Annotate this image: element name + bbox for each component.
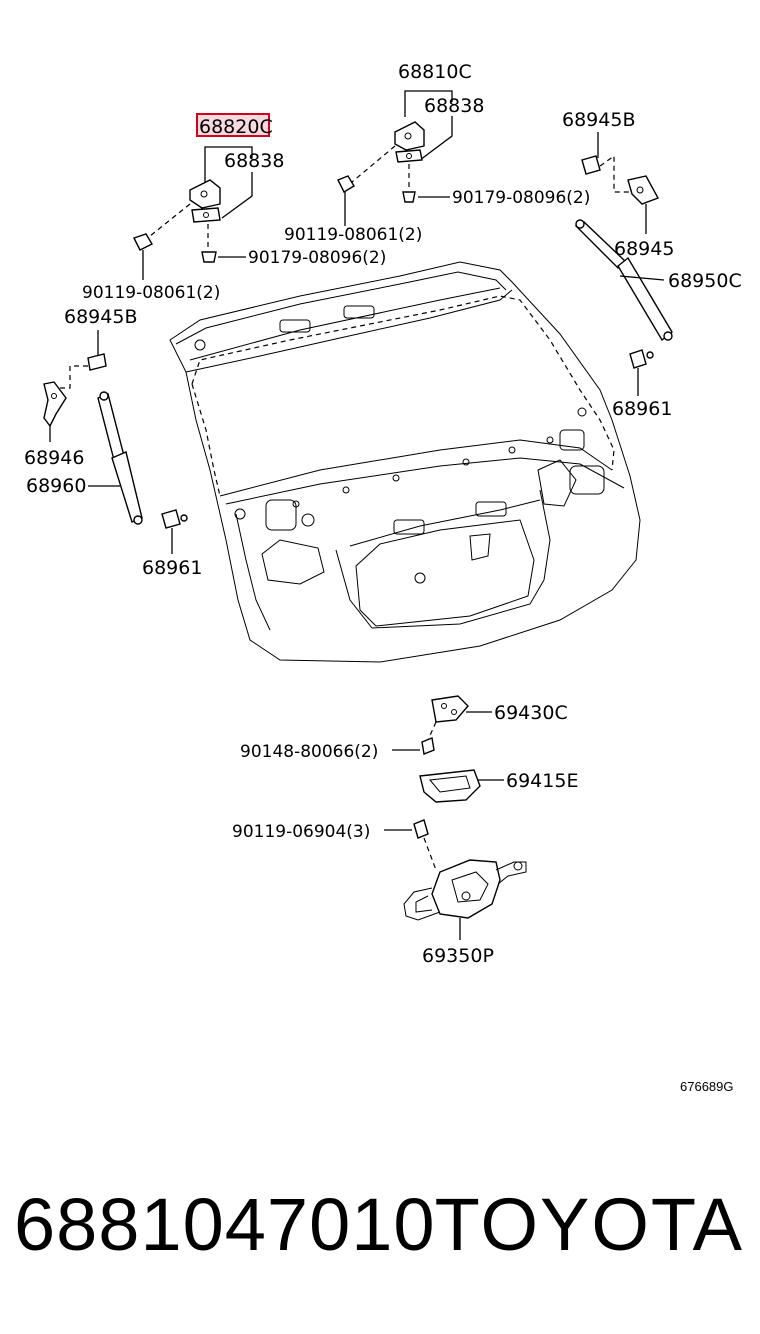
hinge-assembly-68810C: 68810C 68838 90119-08061(2) 90179-08096(… [284,61,590,245]
label-90179-right: 90179-08096(2) [452,188,590,208]
reference-code: 676689G [680,1079,734,1094]
label-68946: 68946 [24,447,84,469]
label-90119-left: 90119-08061(2) [82,283,220,303]
label-90119-right: 90119-08061(2) [284,225,422,245]
label-68820C: 68820C [199,116,273,138]
brand-name: TOYOTA [434,1183,744,1266]
part-number: 6881047010 [14,1183,436,1266]
label-68838-right: 68838 [424,95,484,117]
hinge-assembly-68820C: 68820C 68838 90119-08061(2) 90179-08096(… [82,113,386,303]
lock-assembly-group: 69430C 90148-80066(2) 69415E 90119-06904… [232,695,578,967]
label-69430C: 69430C [494,702,568,724]
label-68838-left: 68838 [224,150,284,172]
label-68945B-left: 68945B [64,306,137,328]
back-door-panel [169,261,641,663]
label-90179-left: 90179-08096(2) [248,248,386,268]
label-68945B-top: 68945B [562,109,635,131]
label-68960: 68960 [26,475,86,497]
label-90148: 90148-80066(2) [240,742,378,762]
label-68961-right: 68961 [612,398,672,420]
label-69415E: 69415E [506,770,578,792]
label-90119-06904: 90119-06904(3) [232,822,370,842]
label-68961-left: 68961 [142,557,202,579]
label-68945: 68945 [614,238,674,260]
label-69350P: 69350P [422,945,494,967]
label-68950C: 68950C [668,270,742,292]
label-68810C: 68810C [398,61,472,83]
left-strut-group: 68945B 68946 68960 68961 [24,306,202,579]
right-strut-group: 68945B 68945 68950C 68961 [562,109,742,420]
highlight-box [196,113,270,137]
